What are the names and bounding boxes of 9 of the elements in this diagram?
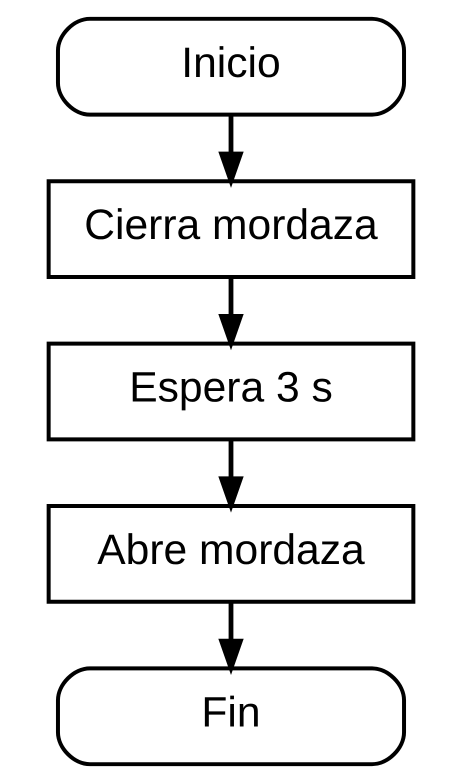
node-box: Espera 3 s: [46, 342, 416, 442]
arrow: [218, 440, 244, 513]
arrow: [218, 277, 244, 350]
arrow: [218, 114, 244, 188]
node-box: Inicio: [56, 16, 406, 117]
node-box: Fin: [56, 666, 406, 766]
node-box: Abre mordaza: [46, 504, 416, 604]
arrow: [218, 602, 244, 675]
node-box: Cierra mordaza: [46, 179, 416, 280]
